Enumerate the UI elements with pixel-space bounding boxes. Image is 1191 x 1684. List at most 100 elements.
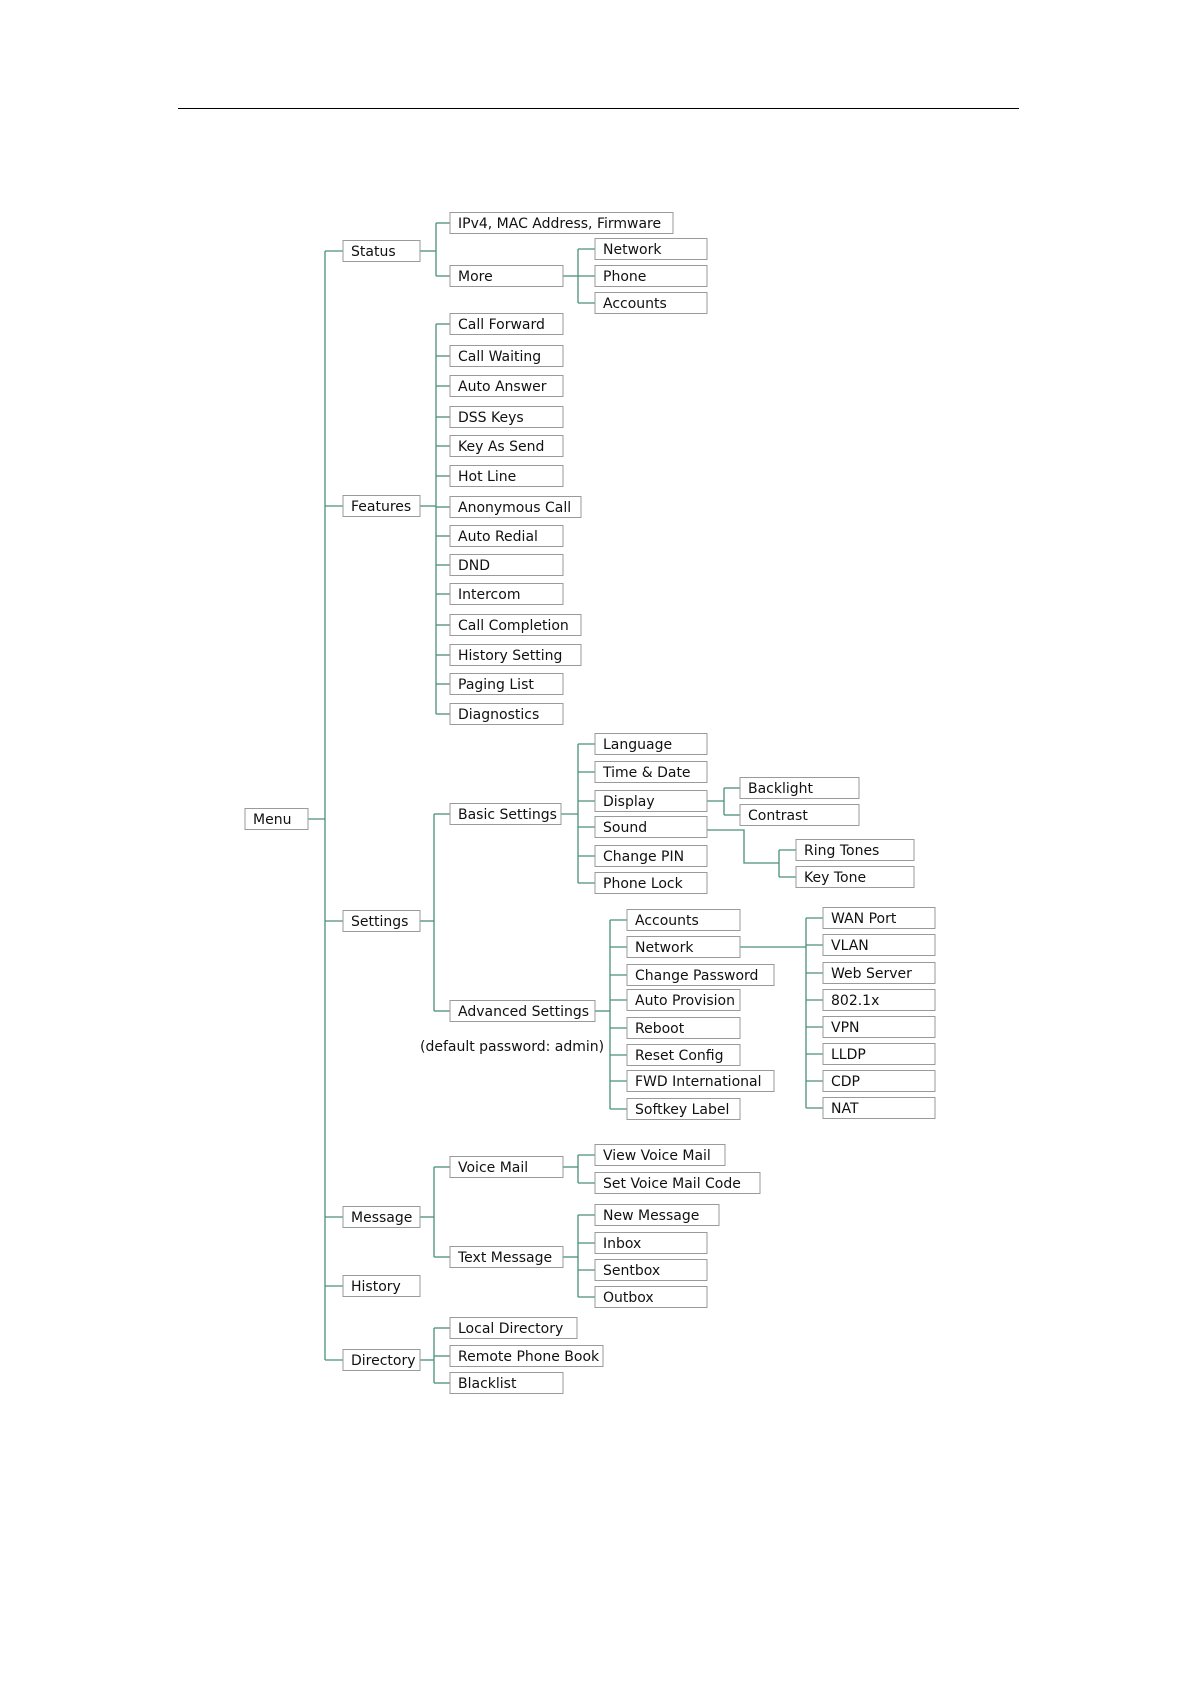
voice-set-voice-mail-code-node-box: [594, 1172, 761, 1194]
history-node-label: History: [351, 1279, 401, 1295]
feature-auto-redial-node-label: Auto Redial: [458, 529, 538, 545]
text-sentbox-node: Sentbox: [594, 1259, 708, 1281]
basic-time-date-node: Time & Date: [594, 761, 708, 783]
sound-key-tone-node-box: [795, 866, 915, 888]
directory-remote-phone-book-node-label: Remote Phone Book: [458, 1349, 600, 1365]
sound-stem: [707, 829, 779, 864]
feature-anonymous-call-node-label: Anonymous Call: [458, 500, 571, 516]
message-node-box: [342, 1206, 421, 1228]
text-inbox-node-box: [594, 1232, 708, 1254]
network-nat-node: NAT: [822, 1097, 936, 1119]
directory-local-directory-node: Local Directory: [449, 1317, 578, 1339]
display-contrast-node: Contrast: [739, 804, 860, 826]
voice-set-voice-mail-code-node: Set Voice Mail Code: [594, 1172, 761, 1194]
settings-node: Settings: [342, 910, 421, 932]
feature-intercom-node-label: Intercom: [458, 587, 520, 603]
network-vpn-node-box: [822, 1016, 936, 1038]
directory-blacklist-node-box: [449, 1372, 564, 1394]
status-node-box: [342, 240, 421, 262]
display-backlight-node: Backlight: [739, 777, 860, 799]
feature-dnd-node: DND: [449, 554, 564, 576]
feature-hot-line-node-label: Hot Line: [458, 469, 516, 485]
network-vlan-node-label: VLAN: [831, 938, 869, 954]
feature-history-setting-node-label: History Setting: [458, 648, 562, 664]
status-more-node-box: [449, 265, 564, 287]
text-new-message-node-box: [594, 1204, 720, 1226]
text-new-message-node-label: New Message: [603, 1208, 699, 1224]
display-contrast-node-label: Contrast: [748, 808, 808, 824]
text-outbox-node-box: [594, 1286, 708, 1308]
advanced-accounts-node: Accounts: [626, 909, 741, 931]
advanced-change-password-node-label: Change Password: [635, 968, 758, 984]
network-vlan-node: VLAN: [822, 934, 936, 956]
message-node: Message: [342, 1206, 421, 1228]
display-backlight-node-label: Backlight: [748, 781, 814, 797]
advanced-auto-provision-node-box: [626, 989, 741, 1011]
voice-mail-node-box: [449, 1156, 564, 1178]
basic-language-node-box: [594, 733, 708, 755]
advanced-reset-config-node: Reset Config: [626, 1044, 741, 1066]
more-network-node-label: Network: [603, 242, 662, 258]
basic-settings-node: Basic Settings: [449, 803, 562, 825]
advanced-fwd-international-node: FWD International: [626, 1070, 775, 1092]
advanced-reset-config-node-label: Reset Config: [635, 1048, 723, 1064]
sound-ring-tones-node-label: Ring Tones: [804, 843, 879, 859]
feature-diagnostics-node: Diagnostics: [449, 703, 564, 725]
text-message-node-label: Text Message: [457, 1250, 552, 1266]
basic-change-pin-node-label: Change PIN: [603, 849, 684, 865]
voice-view-voice-mail-node-label: View Voice Mail: [603, 1148, 711, 1164]
advanced-network-node-label: Network: [635, 940, 694, 956]
message-node-label: Message: [351, 1210, 412, 1226]
voice-view-voice-mail-node: View Voice Mail: [594, 1144, 726, 1166]
feature-auto-answer-node: Auto Answer: [449, 375, 564, 397]
directory-node-box: [342, 1349, 421, 1371]
basic-sound-node-label: Sound: [603, 820, 647, 836]
feature-hot-line-node-box: [449, 465, 564, 487]
basic-settings-node-box: [449, 803, 562, 825]
text-sentbox-node-label: Sentbox: [603, 1263, 660, 1279]
features-node-label: Features: [351, 499, 411, 515]
basic-display-node-box: [594, 790, 708, 812]
feature-dss-keys-node-label: DSS Keys: [458, 410, 524, 426]
feature-call-waiting-node-label: Call Waiting: [458, 349, 541, 365]
directory-remote-phone-book-node: Remote Phone Book: [449, 1345, 604, 1367]
feature-dnd-node-box: [449, 554, 564, 576]
directory-node-label: Directory: [351, 1353, 416, 1369]
sound-key-tone-node-label: Key Tone: [804, 870, 866, 886]
network-web-server-node-label: Web Server: [831, 966, 912, 982]
more-accounts-node-label: Accounts: [603, 296, 667, 312]
advanced-softkey-label-node-label: Softkey Label: [635, 1102, 729, 1118]
network-wan-port-node-label: WAN Port: [831, 911, 897, 927]
menu-node-box: [244, 808, 309, 830]
menu-node: Menu: [244, 808, 309, 830]
features-node-box: [342, 495, 421, 517]
basic-display-node-label: Display: [603, 794, 655, 810]
basic-phone-lock-node-label: Phone Lock: [603, 876, 684, 892]
menu-node-label: Menu: [253, 812, 291, 828]
directory-node: Directory: [342, 1349, 421, 1371]
voice-mail-node-label: Voice Mail: [458, 1160, 528, 1176]
advanced-settings-node: Advanced Settings: [449, 1000, 596, 1022]
settings-node-label: Settings: [351, 914, 408, 930]
history-node-box: [342, 1275, 421, 1297]
network-cdp-node: CDP: [822, 1070, 936, 1092]
advanced-softkey-label-node-box: [626, 1098, 741, 1120]
feature-anonymous-call-node: Anonymous Call: [449, 496, 582, 518]
feature-call-waiting-node: Call Waiting: [449, 345, 564, 367]
status-node-label: Status: [351, 244, 396, 260]
advanced-fwd-international-node-label: FWD International: [635, 1074, 761, 1090]
advanced-reboot-node: Reboot: [626, 1017, 741, 1039]
advanced-auto-provision-node-label: Auto Provision: [635, 993, 735, 1009]
advanced-change-password-node: Change Password: [626, 964, 775, 986]
settings-node-box: [342, 910, 421, 932]
advanced-fwd-international-node-box: [626, 1070, 775, 1092]
network-wan-port-node: WAN Port: [822, 907, 936, 929]
network-lldp-node-label: LLDP: [831, 1047, 866, 1063]
network-nat-node-box: [822, 1097, 936, 1119]
feature-call-completion-node-label: Call Completion: [458, 618, 569, 634]
feature-key-as-send-node-label: Key As Send: [458, 439, 544, 455]
network-nat-node-label: NAT: [831, 1101, 859, 1117]
feature-key-as-send-node-box: [449, 435, 564, 457]
network-lldp-node-box: [822, 1043, 936, 1065]
display-contrast-node-box: [739, 804, 860, 826]
